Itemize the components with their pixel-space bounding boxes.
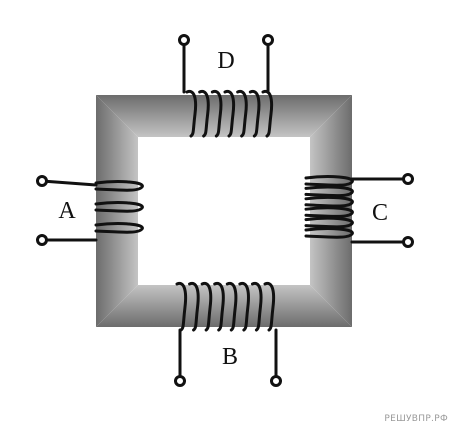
coil-c-label: C	[372, 200, 388, 226]
watermark: РЕШУВПР.РФ	[384, 414, 448, 424]
coil-b-turn	[250, 281, 263, 332]
coil-a-lead-top	[40, 179, 98, 187]
coil-b-turn	[225, 281, 238, 332]
coil-b-turn	[238, 281, 250, 332]
magnetic-core	[96, 95, 352, 327]
core-window	[138, 137, 310, 285]
coil-c-turn	[304, 185, 354, 198]
coil-d-turn	[223, 89, 236, 138]
coil-c-turn	[304, 227, 354, 239]
coil-d-turns	[185, 89, 274, 138]
coil-d: D	[178, 34, 274, 138]
coil-b: B	[174, 281, 282, 387]
coil-a-turns	[94, 180, 144, 234]
coil-a-turn	[94, 201, 144, 213]
coil-a-label: A	[58, 198, 76, 224]
coil-c-turn	[304, 216, 354, 229]
coil-b-turn	[200, 281, 213, 332]
coil-d-turn	[248, 89, 261, 138]
coil-c-turn	[304, 206, 354, 218]
terminal-b-right	[270, 375, 282, 387]
coil-a: A	[36, 175, 144, 246]
coil-a-turn	[94, 222, 144, 234]
terminal-c-bottom	[402, 236, 414, 248]
coil-b-turns	[175, 281, 276, 332]
coil-a-turn	[94, 180, 144, 192]
coil-d-label: D	[217, 48, 234, 74]
terminal-d-right	[262, 34, 274, 46]
terminal-a-bottom	[36, 234, 48, 246]
terminal-a-top	[36, 175, 48, 187]
core-top	[96, 95, 352, 137]
coil-b-turn	[188, 281, 200, 332]
coil-b-turn	[175, 281, 188, 332]
core-right	[310, 95, 352, 327]
coil-b-label: B	[222, 344, 238, 370]
coil-d-turn	[210, 89, 223, 138]
coil-b-turn	[213, 281, 225, 332]
coil-b-turn	[263, 281, 276, 332]
terminal-c-top	[402, 173, 414, 185]
coil-d-turn	[236, 89, 248, 138]
coil-c: C	[304, 173, 414, 248]
coil-d-turn	[198, 89, 210, 138]
coil-c-turn	[304, 175, 354, 187]
coil-c-turn	[304, 195, 354, 208]
coil-d-turn	[185, 89, 198, 138]
terminal-b-left	[174, 375, 186, 387]
terminal-d-left	[178, 34, 190, 46]
coil-c-turns	[304, 175, 354, 239]
